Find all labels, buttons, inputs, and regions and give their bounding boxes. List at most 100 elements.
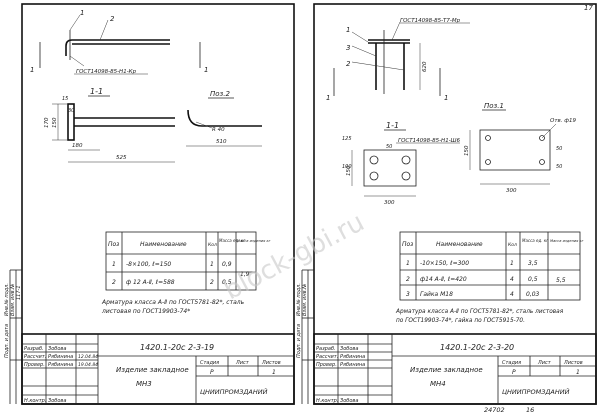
- person: Рябинина: [340, 362, 365, 368]
- table-h-qty: Кол: [208, 242, 217, 248]
- role: Провер.: [24, 362, 45, 368]
- table-total-mass: 5,5: [556, 277, 566, 284]
- left-stamp-2: Подп. и дата: [4, 324, 10, 358]
- stage-header: Стадия: [502, 360, 521, 366]
- dim-180: 180: [72, 143, 83, 149]
- table-row-pos: 1: [406, 260, 410, 267]
- table-h-mass1: Масса ед. кг: [522, 238, 549, 243]
- person: Зобова: [340, 398, 358, 404]
- table-row-qty: 4: [510, 291, 514, 298]
- table-row-mass: 0,9: [222, 261, 232, 268]
- note-line-1: Арматура класса А-Ⅱ по ГОСТ5781-82*, ста…: [395, 309, 564, 315]
- mn4-elevation: ГОСТ14098-85-Т7-Мр 1 3 2 620 1 1: [326, 18, 470, 102]
- table-h-mass1: Масса ед. кг: [219, 238, 246, 243]
- note-line-1: Арматура класса А-Ⅱ по ГОСТ5781-82*, ста…: [101, 299, 245, 306]
- role: Разраб.: [316, 346, 336, 352]
- mn3-title-block: 1420.1-20с 2-3-19 Изделие закладное МН3 …: [21, 333, 295, 405]
- dim-300: 300: [384, 200, 395, 206]
- product-name: Изделие закладное: [410, 366, 483, 374]
- table-h-pos: Поз: [108, 241, 119, 248]
- callout-3: 3: [346, 44, 350, 52]
- left-sheet: Инв.№ подл. Подп. и дата Взам. инв.№ 117…: [4, 3, 295, 405]
- corner-page-number: 17: [584, 4, 593, 12]
- dim-620: 620: [422, 61, 428, 72]
- r40-label: R 40: [212, 127, 225, 133]
- person: Рябинина: [48, 362, 73, 368]
- dim-30: 30: [68, 108, 74, 114]
- table-row-mass: 0,03: [526, 291, 540, 298]
- product-name: Изделие закладное: [116, 366, 189, 374]
- gost-mid-label: ГОСТ14098-85-Н1-Ш6: [398, 138, 461, 144]
- table-row-pos: 2: [112, 279, 116, 286]
- mn4-pos-1: Поз.1 Отв. ф19 150 300 50 50: [464, 102, 576, 194]
- role: Разраб.: [24, 346, 44, 352]
- role: Н.контр.: [24, 398, 46, 404]
- mn3-section-1-1: 1-1 150 170 15 30 180 525: [44, 87, 175, 163]
- note-line-2: листовая по ГОСТ19903-74*: [101, 308, 190, 315]
- pos-2-label: Поз.2: [210, 90, 230, 98]
- table-row-mass: 0,5: [528, 276, 538, 283]
- table-h-qty: Кол: [508, 242, 517, 248]
- sheets-value: 1: [272, 369, 276, 376]
- top-callout-2: 2: [110, 15, 115, 23]
- table-total-mass: 1,9: [240, 271, 250, 278]
- table-h-mass2: Масса изделия кг: [550, 239, 584, 243]
- product-mark: МН3: [136, 380, 152, 388]
- left-stamp-3: Взам. инв.№: [10, 284, 16, 316]
- table-h-name: Наименование: [140, 241, 187, 248]
- dim-525: 525: [116, 155, 127, 161]
- sheets-header: Листов: [563, 360, 583, 366]
- mn4-title-block: 1420.1-20с 2-3-20 Изделие закладное МН4 …: [313, 333, 597, 405]
- dim-100: 100: [342, 164, 352, 170]
- organization: ЦНИИПРОМЗДАНИЙ: [502, 387, 570, 396]
- dim-150: 150: [346, 165, 352, 176]
- top-gost-label: ГОСТ14098-85-Н1-Кр: [76, 69, 137, 75]
- person: Рябинина: [340, 354, 365, 360]
- dim-170: 170: [44, 117, 50, 128]
- product-mark: МН4: [430, 380, 446, 388]
- person: Рябинина: [48, 354, 73, 360]
- dim-50c: 50: [556, 164, 562, 170]
- sheets-value: 1: [576, 369, 580, 376]
- table-row-name: ф14 А-Ⅱ, ℓ=420: [420, 276, 467, 283]
- hole-callout: Отв. ф19: [550, 118, 576, 124]
- role: Н.контр.: [316, 398, 338, 404]
- dim-50b: 50: [556, 146, 562, 152]
- table-row-name: ф 12 А-Ⅱ, ℓ=588: [126, 279, 175, 286]
- stage-header: Стадия: [200, 360, 219, 366]
- table-row-qty: 1: [510, 260, 514, 267]
- mn4-spec-table: Поз Наименование Кол Масса ед. кг Масса …: [399, 231, 584, 301]
- dim-300b: 300: [506, 188, 517, 194]
- mn4-section-1-1: 1-1 ГОСТ14098-85-Н1-Ш6 150 50 300 125 10…: [342, 121, 461, 206]
- drawing-code: 1420.1-20с 2-3-19: [140, 343, 214, 352]
- table-row-pos: 1: [112, 261, 116, 268]
- table-row-pos: 3: [406, 291, 410, 298]
- dim-15: 15: [62, 96, 68, 102]
- sheet-header: Лист: [537, 360, 552, 366]
- dim-150b: 150: [464, 145, 470, 156]
- sign-date: 19.04.84: [78, 362, 98, 368]
- stage-value: Р: [210, 369, 214, 376]
- dim-125: 125: [342, 136, 352, 142]
- table-row-pos: 2: [406, 276, 410, 283]
- pos-1-label: Поз.1: [484, 102, 504, 110]
- table-row-qty: 4: [510, 276, 514, 283]
- sheets-header: Листов: [261, 360, 281, 366]
- table-row-name: -10×150, ℓ=300: [420, 260, 469, 267]
- dim-150: 150: [52, 117, 58, 128]
- dim-50: 50: [386, 144, 392, 150]
- table-h-pos: Поз: [402, 241, 413, 248]
- callout-2: 2: [346, 60, 351, 68]
- role: Рассчит.: [316, 354, 338, 360]
- right-stamp-3: Взам. инв.№: [302, 284, 308, 316]
- right-stamp-1: Инв.№ подл.: [296, 283, 302, 316]
- right-stamp-2: Подп. и дата: [296, 324, 302, 358]
- right-sheet: Инв.№ подл. Подп. и дата Взам. инв.№ 17 …: [296, 3, 597, 414]
- drawing-code: 1420.1-20с 2-3-20: [440, 343, 514, 352]
- table-row-mass: 0,5: [222, 279, 232, 286]
- person: Зобова: [340, 346, 358, 352]
- role: Провер.: [316, 362, 337, 368]
- note-line-2: по ГОСТ19903-74*, гайка по ГОСТ5915-70.: [396, 318, 525, 324]
- person: Зобова: [48, 398, 66, 404]
